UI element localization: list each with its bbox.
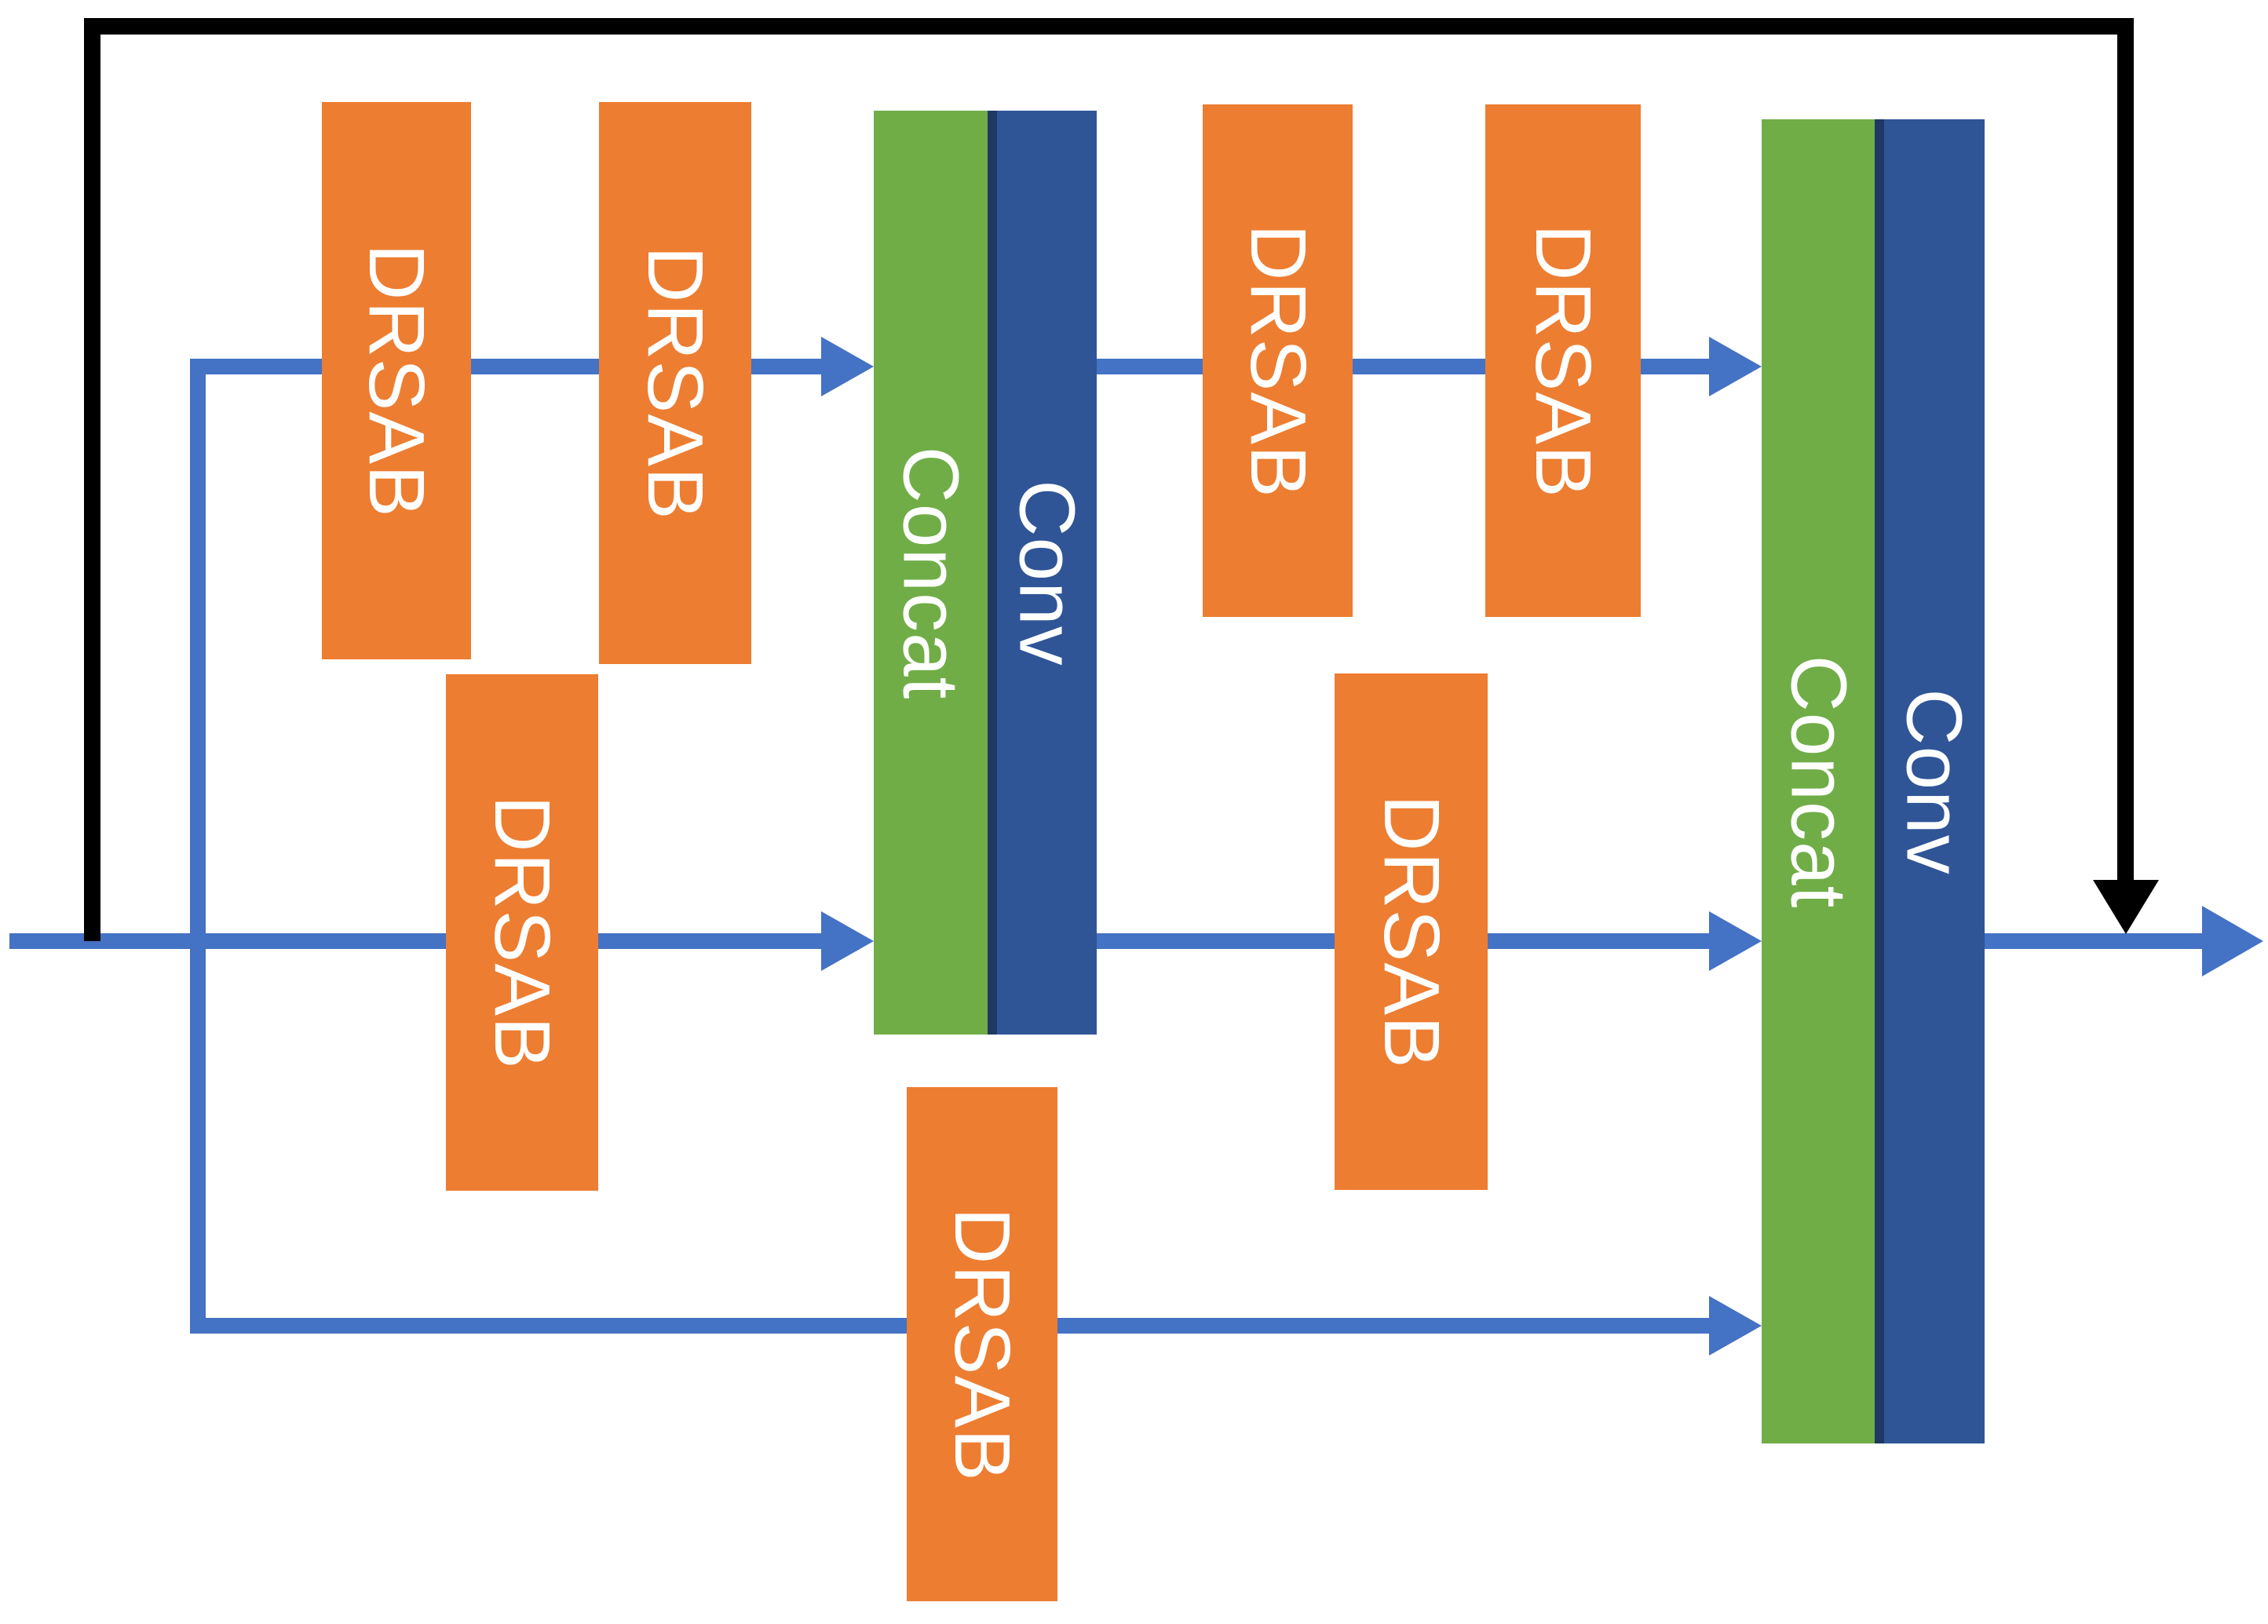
top-row-concat1-arrowhead-icon [821,337,874,396]
concat-label: Concat [1774,655,1863,908]
concat-label: Concat [886,446,975,699]
drsab-block-middle-1: DRSAB [446,674,598,1191]
drsab-block-top-3: DRSAB [1203,104,1353,617]
drsab-label: DRSAB [352,243,440,518]
bottom-row-concat2-arrowhead-icon [1709,1296,1762,1356]
output-arrowhead-icon [2202,906,2263,976]
output-line [1985,933,2206,949]
middle-row-concat1-arrowhead-icon [821,911,874,971]
drsab-block-top-2: DRSAB [599,102,751,664]
drsab-label: DRSAB [1367,794,1455,1069]
conv-block-1: Conv [988,111,1097,1035]
concat-block-1: Concat [874,111,988,1035]
middle-row-concat2-arrowhead-icon [1709,911,1762,971]
conv-label: Conv [1003,479,1091,666]
skip-connection-left-segment [84,18,100,941]
drsab-block-top-4: DRSAB [1485,104,1641,617]
skip-connection-top-segment [84,18,2134,35]
branch-vertical-line [190,359,206,1334]
drsab-label: DRSAB [938,1206,1026,1482]
input-line [9,933,826,949]
skip-connection-arrowhead-icon [2093,880,2159,934]
top-row-concat2-arrowhead-icon [1709,337,1762,396]
drsab-block-middle-2: DRSAB [1335,673,1488,1190]
drsab-label: DRSAB [1519,223,1607,498]
drsab-label: DRSAB [631,246,719,520]
drsab-label: DRSAB [478,795,566,1070]
drsab-block-bottom: DRSAB [907,1087,1057,1601]
concat-block-2: Concat [1762,119,1875,1443]
conv-label: Conv [1890,688,1979,875]
conv-block-2: Conv [1875,119,1985,1443]
drsab-block-top-1: DRSAB [322,102,471,659]
skip-connection-right-segment [2117,18,2134,880]
drsab-label: DRSAB [1233,223,1322,498]
